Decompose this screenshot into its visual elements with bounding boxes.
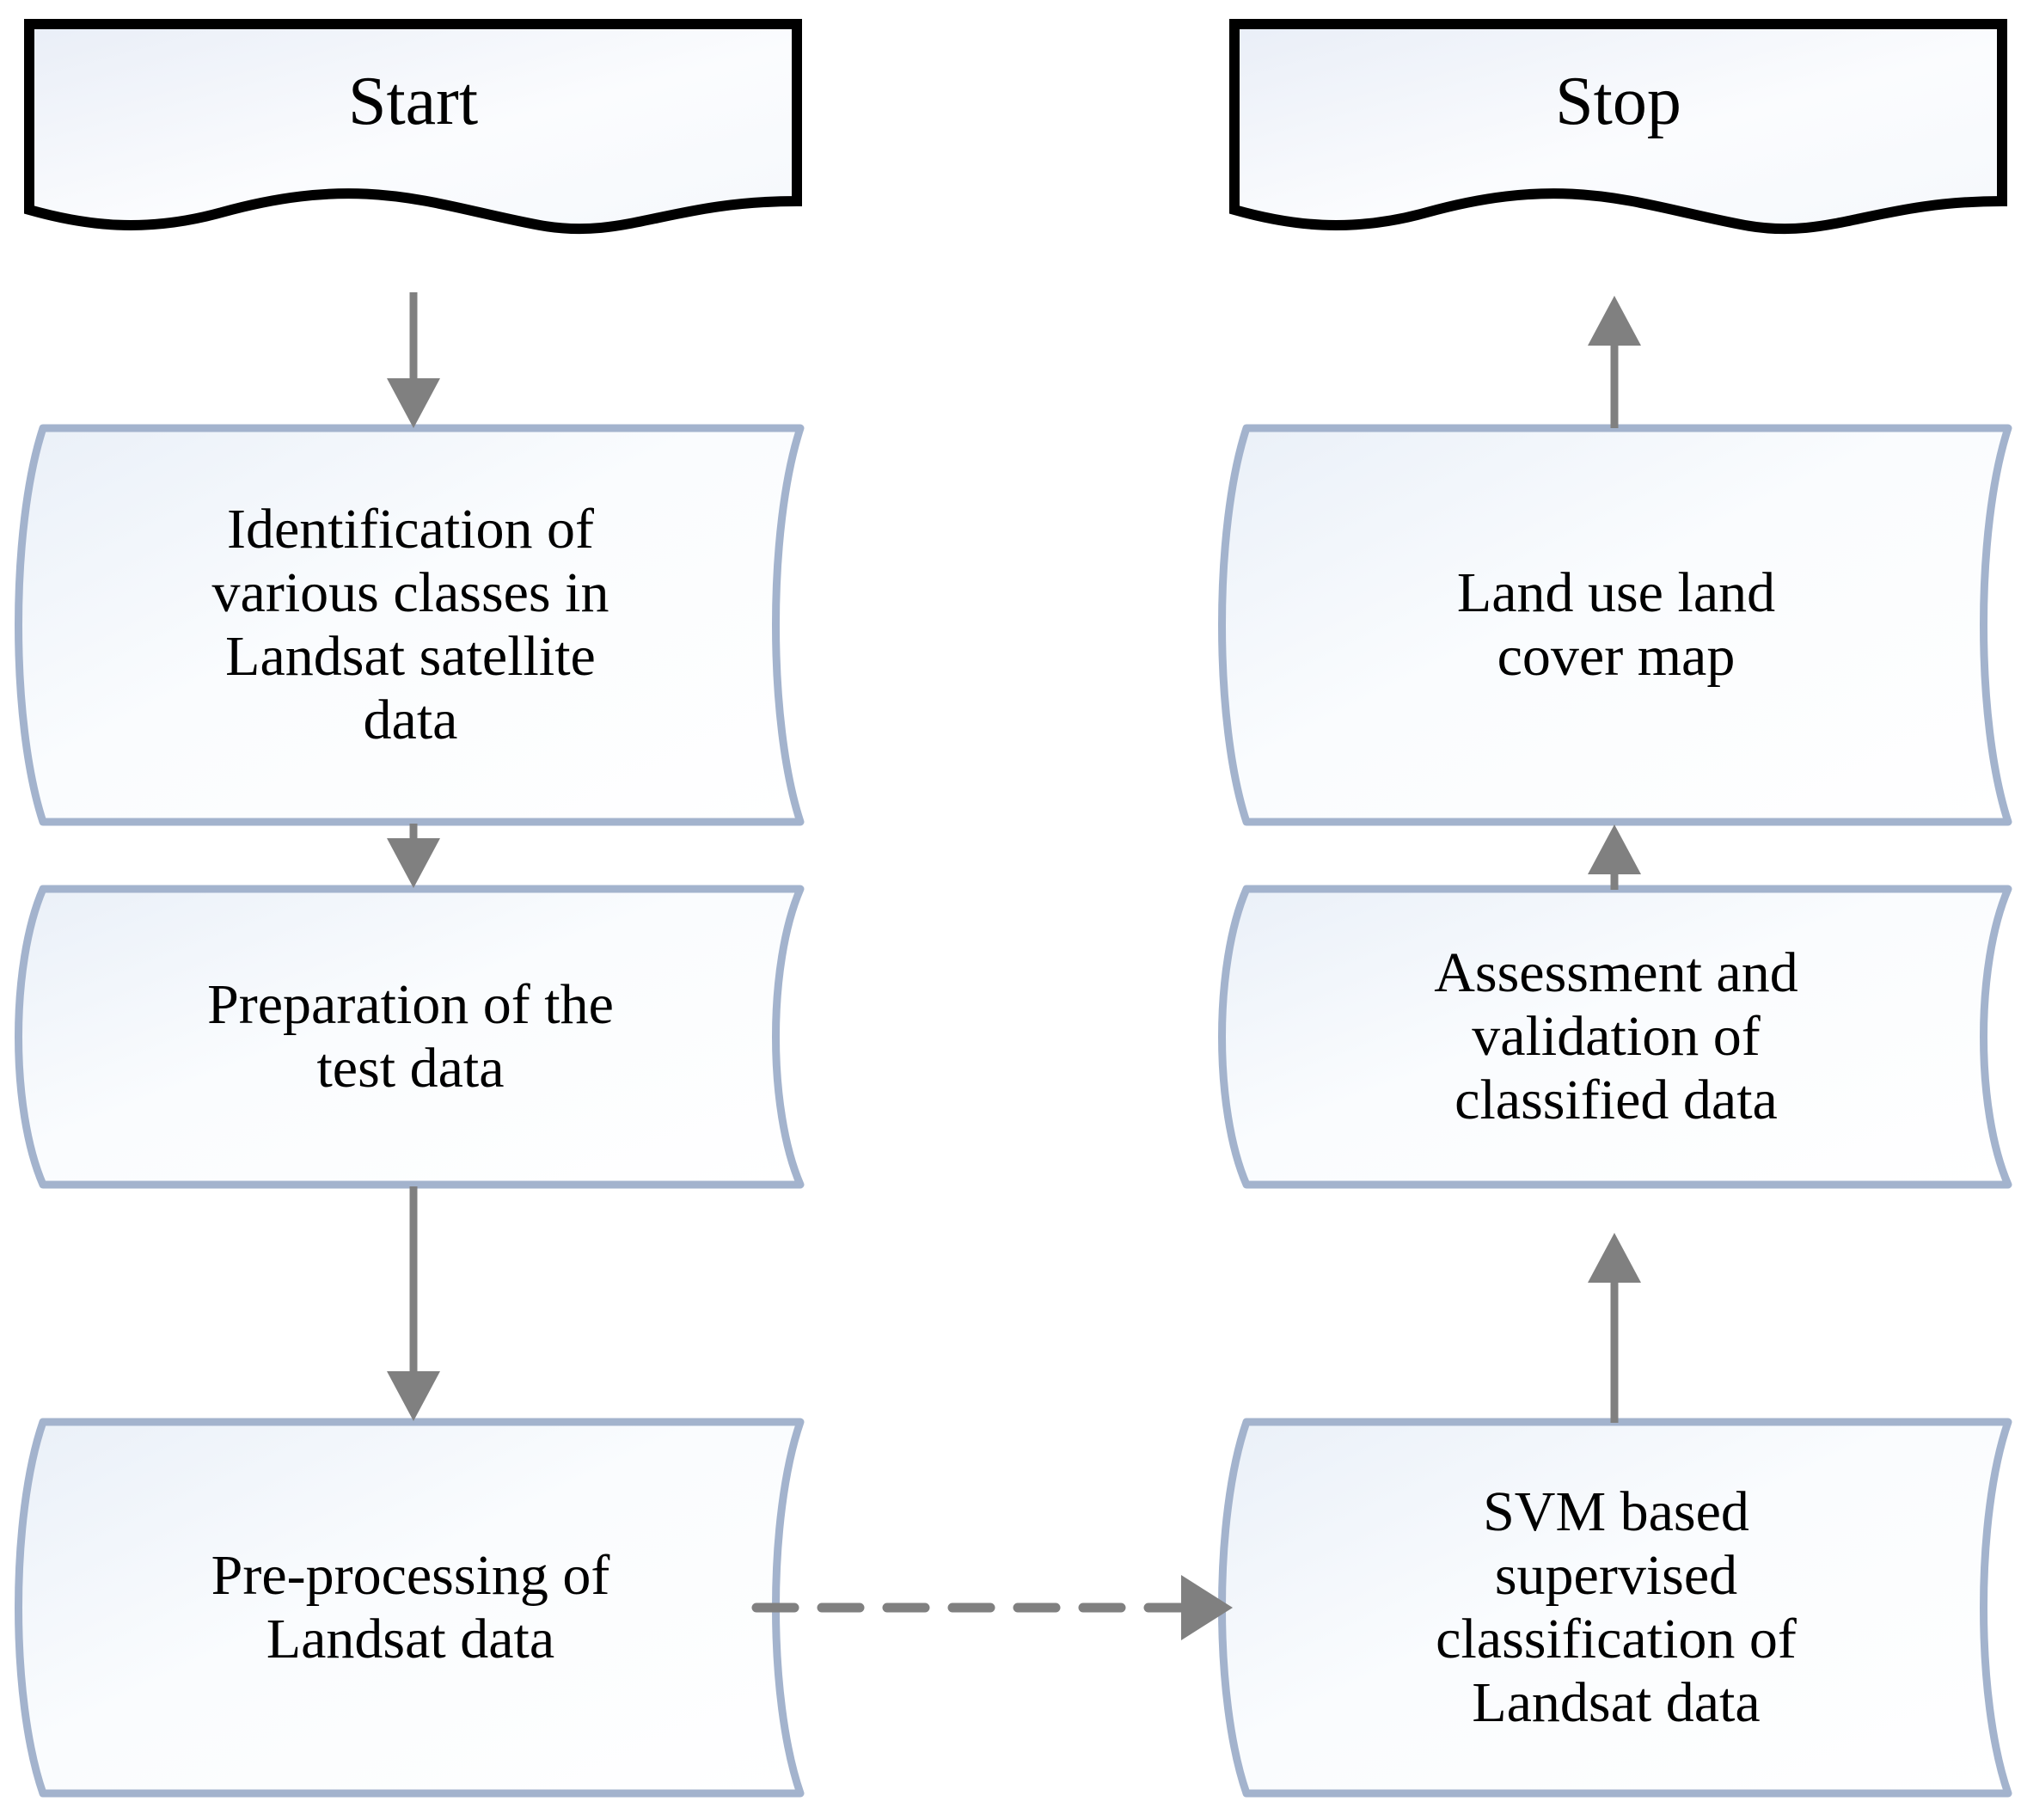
edge-assessment-to-landuse-map: [1588, 824, 1641, 890]
edge-landuse-map-to-stop: [1588, 296, 1641, 428]
preprocessing-shape: [17, 1419, 804, 1797]
assessment-shape: [1221, 885, 2012, 1188]
start-shape: [24, 19, 802, 255]
node-preprocessing[interactable]: Pre-processing of Landsat data: [17, 1419, 804, 1797]
landuse-map-shape: [1221, 425, 2012, 825]
edge-preparation-to-preprocessing: [387, 1186, 440, 1421]
edge-svm-to-assessment: [1588, 1233, 1641, 1423]
node-identification[interactable]: Identification of various classes in Lan…: [17, 425, 804, 825]
svm-shape: [1221, 1419, 2012, 1797]
node-assessment[interactable]: Assessment and validation of classified …: [1221, 885, 2012, 1188]
node-svm[interactable]: SVM based supervised classification of L…: [1221, 1419, 2012, 1797]
node-preparation[interactable]: Preparation of the test data: [17, 885, 804, 1188]
identification-shape: [17, 425, 804, 825]
node-start[interactable]: Start: [24, 19, 802, 255]
edge-preprocessing-to-svm: [751, 1575, 1233, 1640]
preparation-shape: [17, 885, 804, 1188]
stop-shape: [1229, 19, 2007, 255]
node-landuse-map[interactable]: Land use land cover map: [1221, 425, 2012, 825]
node-stop[interactable]: Stop: [1229, 19, 2007, 255]
edge-identification-to-preparation: [387, 824, 440, 888]
edge-start-to-identification: [387, 292, 440, 428]
